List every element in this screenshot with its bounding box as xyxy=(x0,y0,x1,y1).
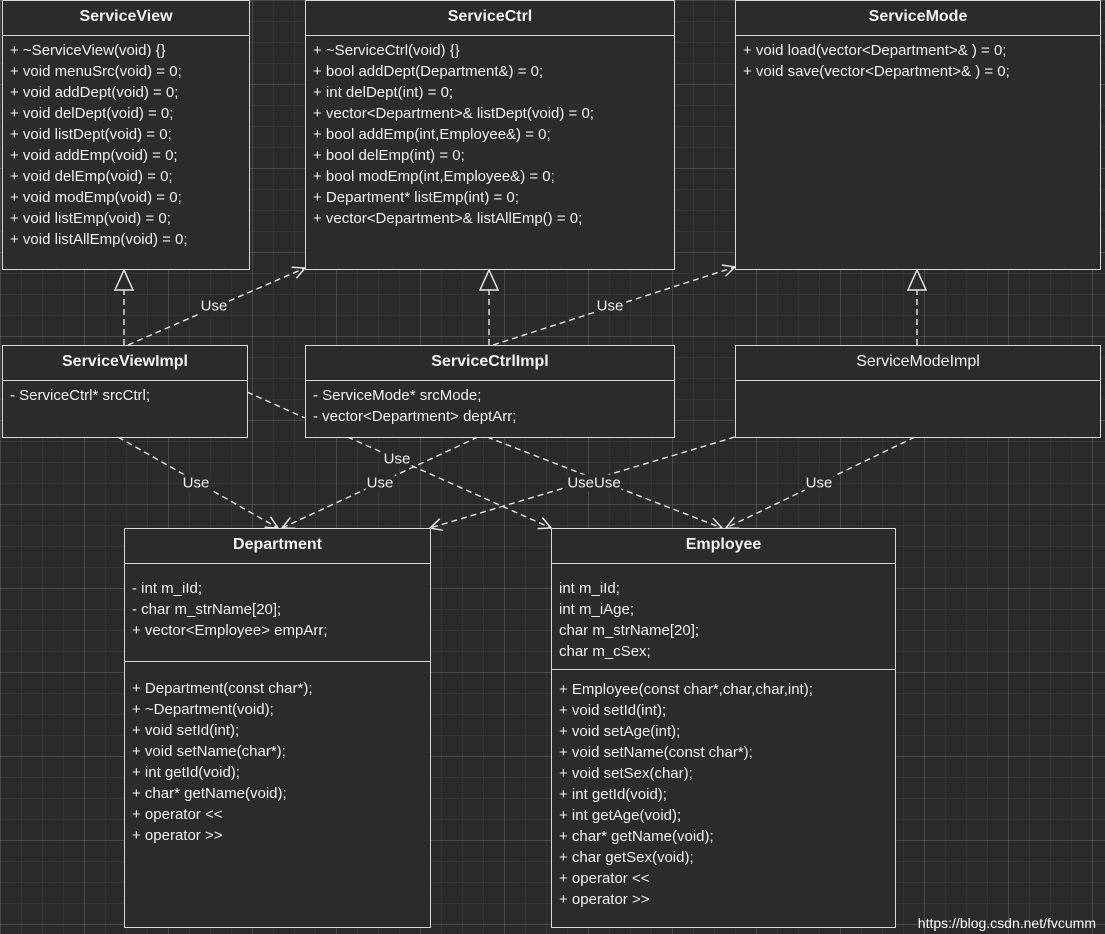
class-member: + int getId(void); xyxy=(559,786,667,803)
class-member: - int m_iId; xyxy=(132,580,203,597)
class-member: char m_cSex; xyxy=(559,643,651,660)
class-member: + void listAllEmp(void) = 0; xyxy=(10,231,188,248)
class-member: + void setAge(int); xyxy=(559,723,681,740)
attributes-section: - ServiceMode* srcMode; - vector<Departme… xyxy=(306,381,674,431)
class-member: + void load(vector<Department>& ) = 0; xyxy=(743,42,1007,59)
class-member: + void addDept(void) = 0; xyxy=(10,84,179,101)
class-name: Employee xyxy=(552,529,895,564)
use-servicectrlimpl-employee xyxy=(486,436,722,528)
class-servicemode[interactable]: ServiceMode + void load(vector<Departmen… xyxy=(735,0,1101,270)
class-member: + void menuSrc(void) = 0; xyxy=(10,63,182,80)
attributes-section: int m_iId;int m_iAge;char m_strName[20];… xyxy=(552,564,895,669)
class-member: + ~Department(void); xyxy=(132,701,274,718)
use-label: Use xyxy=(595,297,625,315)
watermark: https://blog.csdn.net/fvcumm xyxy=(917,915,1096,931)
class-servicemodeimpl[interactable]: ServiceModeImpl xyxy=(735,345,1101,438)
class-department[interactable]: Department - int m_iId; - char m_strName[… xyxy=(124,528,431,928)
class-member: + vector<Department>& listDept(void) = 0… xyxy=(313,105,594,122)
attributes-section xyxy=(736,381,1100,389)
class-servicectrlimpl[interactable]: ServiceCtrlImpl - ServiceMode* srcMode;-… xyxy=(305,345,675,438)
class-member: + int delDept(int) = 0; xyxy=(313,84,454,101)
class-member: + void addEmp(void) = 0; xyxy=(10,147,178,164)
class-member: + operator >> xyxy=(559,891,650,908)
attributes-section: - ServiceCtrl* srcCtrl; xyxy=(3,381,247,410)
class-member: + void setId(int); xyxy=(132,722,240,739)
class-member: + Department(const char*); xyxy=(132,680,313,697)
class-member: + void setName(const char*); xyxy=(559,744,753,761)
class-member: + void setSex(char); xyxy=(559,765,693,782)
class-member: + bool delEmp(int) = 0; xyxy=(313,147,465,164)
class-member: int m_iAge; xyxy=(559,601,635,618)
class-member: + operator >> xyxy=(132,827,223,844)
class-member: + ~ServiceView(void) {} xyxy=(10,42,166,59)
class-member: + vector<Department>& listAllEmp() = 0; xyxy=(313,210,583,227)
class-member: - vector<Department> deptArr; xyxy=(313,408,517,425)
class-name: ServiceCtrl xyxy=(306,1,674,36)
class-name: ServiceView xyxy=(3,1,249,36)
use-servicectrlimpl-servicemode xyxy=(492,267,735,346)
class-member: + bool addEmp(int,Employee&) = 0; xyxy=(313,126,551,143)
use-label: Use xyxy=(804,474,834,492)
class-member: + bool modEmp(int,Employee&) = 0; xyxy=(313,168,555,185)
operations-section: + Employee(const char*,char,char,int); + … xyxy=(552,669,895,914)
use-label: Use xyxy=(199,297,229,315)
class-member: + bool addDept(Department&) = 0; xyxy=(313,63,544,80)
class-member: + Department* listEmp(int) = 0; xyxy=(313,189,519,206)
use-use-label: UseUse xyxy=(566,474,622,492)
operations-section: + ~ServiceView(void) {} + void menuSrc(vo… xyxy=(3,36,249,254)
class-serviceviewimpl[interactable]: ServiceViewImpl - ServiceCtrl* srcCtrl; xyxy=(2,345,248,438)
class-member: + operator << xyxy=(132,806,223,823)
class-member: + char getSex(void); xyxy=(559,849,694,866)
class-member: + void modEmp(void) = 0; xyxy=(10,189,182,206)
class-member: + ~ServiceCtrl(void) {} xyxy=(313,42,460,59)
attributes-section: - int m_iId; - char m_strName[20]; + vecto… xyxy=(125,564,430,661)
class-member: + int getId(void); xyxy=(132,764,240,781)
operations-section: + void load(vector<Department>& ) = 0; + … xyxy=(736,36,1100,86)
class-member: + operator << xyxy=(559,870,650,887)
class-member: - ServiceCtrl* srcCtrl; xyxy=(10,387,151,404)
use-serviceviewimpl-employee xyxy=(246,391,551,528)
class-member: + Employee(const char*,char,char,int); xyxy=(559,681,813,698)
class-member: + void listEmp(void) = 0; xyxy=(10,210,171,227)
class-name: Department xyxy=(125,529,430,564)
use-label: Use xyxy=(382,450,412,468)
class-member: int m_iId; xyxy=(559,580,620,597)
class-member: + char* getName(void); xyxy=(132,785,287,802)
use-servicemodeimpl-department xyxy=(430,436,736,528)
class-member: - ServiceMode* srcMode; xyxy=(313,387,482,404)
class-member: + void setId(int); xyxy=(559,702,667,719)
class-member: + void delDept(void) = 0; xyxy=(10,105,174,122)
class-name: ServiceModeImpl xyxy=(736,346,1100,381)
class-name: ServiceCtrlImpl xyxy=(306,346,674,381)
class-servicectrl[interactable]: ServiceCtrl + ~ServiceCtrl(void) {} + boo… xyxy=(305,0,675,270)
class-member: + char* getName(void); xyxy=(559,828,714,845)
class-member: char m_strName[20]; xyxy=(559,622,700,639)
class-name: ServiceViewImpl xyxy=(3,346,247,381)
class-member: + void delEmp(void) = 0; xyxy=(10,168,173,185)
class-name: ServiceMode xyxy=(736,1,1100,36)
use-label: Use xyxy=(181,474,211,492)
use-servicectrlimpl-department xyxy=(282,436,479,528)
class-member: + vector<Employee> empArr; xyxy=(132,622,328,639)
operations-section: + ~ServiceCtrl(void) {} + bool addDept(De… xyxy=(306,36,674,233)
class-member: + void listDept(void) = 0; xyxy=(10,126,172,143)
use-serviceviewimpl-servicectrl xyxy=(127,268,305,346)
class-member: - char m_strName[20]; xyxy=(132,601,282,618)
class-employee[interactable]: Employee int m_iId;int m_iAge;char m_str… xyxy=(551,528,896,928)
class-member: + void save(vector<Department>& ) = 0; xyxy=(743,63,1010,80)
class-serviceview[interactable]: ServiceView + ~ServiceView(void) {} + voi… xyxy=(2,0,250,270)
operations-section: + Department(const char*); + ~Department(… xyxy=(125,661,430,850)
class-member: + int getAge(void); xyxy=(559,807,682,824)
class-member: + void setName(char*); xyxy=(132,743,286,760)
use-label: Use xyxy=(365,474,395,492)
